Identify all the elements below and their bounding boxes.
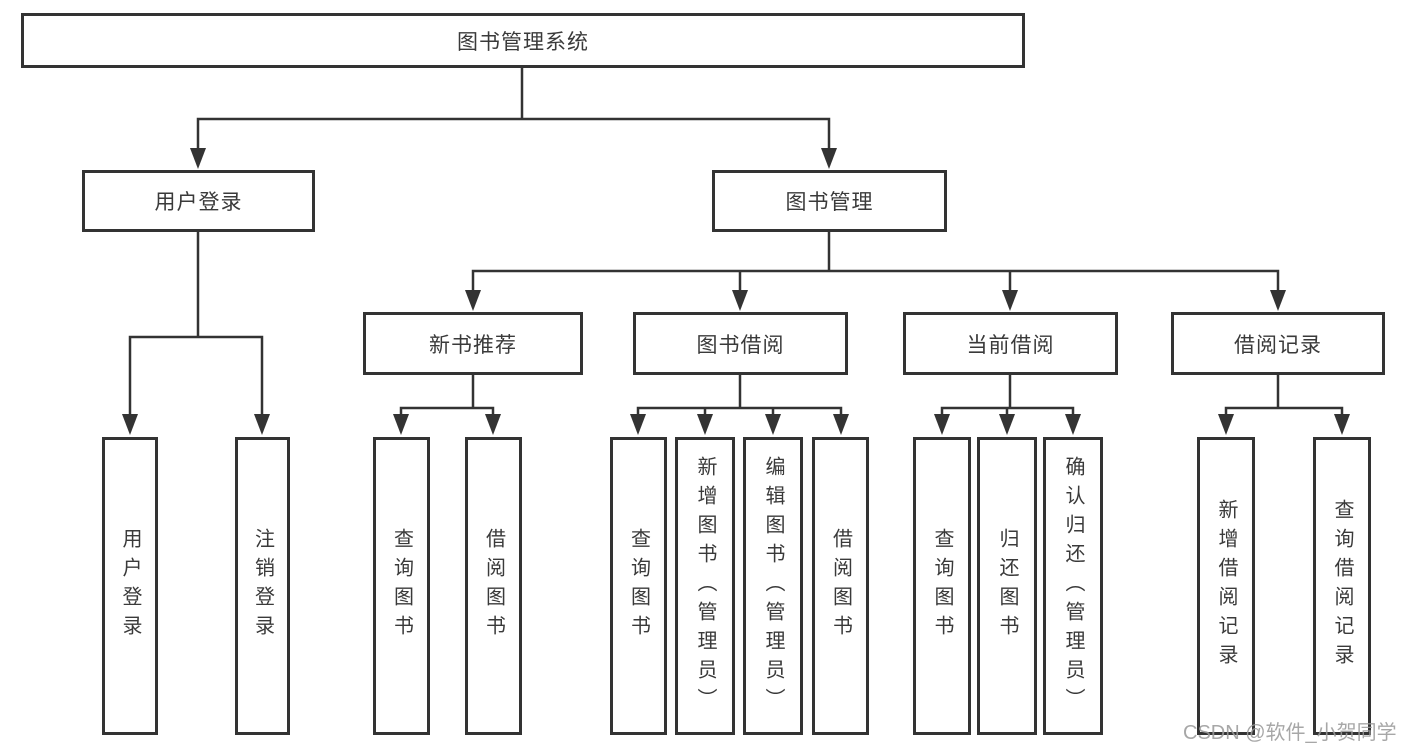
leaf-confirm-return-admin: 确认归还（管理员） bbox=[1043, 437, 1103, 735]
leaf-user-login: 用户登录 bbox=[102, 437, 158, 735]
leaf-query-books-current: 查询图书 bbox=[913, 437, 971, 735]
leaf-query-borrow-record: 查询借阅记录 bbox=[1313, 437, 1371, 735]
node-book-borrowing: 图书借阅 bbox=[633, 312, 848, 375]
leaf-query-books-current-label: 查询图书 bbox=[931, 528, 953, 644]
node-root-system: 图书管理系统 bbox=[21, 13, 1025, 68]
leaf-logout: 注销登录 bbox=[235, 437, 290, 735]
node-current-borrowing-label: 当前借阅 bbox=[966, 333, 1055, 357]
node-book-management-label: 图书管理 bbox=[785, 191, 874, 214]
leaf-add-borrow-record: 新增借阅记录 bbox=[1197, 437, 1255, 735]
leaf-borrow-books-borrowing: 借阅图书 bbox=[812, 437, 869, 735]
node-borrowing-records-label: 借阅记录 bbox=[1234, 333, 1322, 357]
leaf-query-books-borrowing: 查询图书 bbox=[610, 437, 667, 735]
leaf-query-borrow-record-label: 查询借阅记录 bbox=[1331, 499, 1353, 673]
leaf-user-login-label: 用户登录 bbox=[119, 528, 141, 644]
leaf-edit-book-admin-label: 编辑图书（管理员） bbox=[762, 455, 784, 717]
node-new-book-recommend-label: 新书推荐 bbox=[429, 333, 517, 357]
node-user-login: 用户登录 bbox=[82, 170, 315, 232]
leaf-edit-book-admin: 编辑图书（管理员） bbox=[743, 437, 803, 735]
node-root-label: 图书管理系统 bbox=[457, 30, 589, 54]
leaf-add-borrow-record-label: 新增借阅记录 bbox=[1215, 499, 1237, 673]
leaf-query-books-recommend: 查询图书 bbox=[373, 437, 430, 735]
node-user-login-label: 用户登录 bbox=[154, 191, 243, 214]
node-borrowing-records: 借阅记录 bbox=[1171, 312, 1385, 375]
leaf-borrow-books-recommend-label: 借阅图书 bbox=[482, 528, 505, 644]
leaf-query-books-borrowing-label: 查询图书 bbox=[627, 528, 650, 644]
node-new-book-recommend: 新书推荐 bbox=[363, 312, 583, 375]
leaf-borrow-books-borrowing-label: 借阅图书 bbox=[829, 528, 852, 644]
leaf-return-books-label: 归还图书 bbox=[996, 528, 1018, 644]
arrowheads bbox=[122, 148, 1350, 435]
csdn-watermark: CSDN @软件_小贺同学 bbox=[1183, 722, 1397, 744]
leaf-confirm-return-admin-label: 确认归还（管理员） bbox=[1062, 455, 1084, 717]
leaf-borrow-books-recommend: 借阅图书 bbox=[465, 437, 522, 735]
leaf-query-books-recommend-label: 查询图书 bbox=[390, 528, 413, 644]
node-current-borrowing: 当前借阅 bbox=[903, 312, 1118, 375]
leaf-logout-label: 注销登录 bbox=[251, 528, 274, 644]
leaf-add-book-admin-label: 新增图书（管理员） bbox=[694, 455, 716, 717]
leaf-return-books: 归还图书 bbox=[977, 437, 1037, 735]
leaf-add-book-admin: 新增图书（管理员） bbox=[675, 437, 735, 735]
node-book-borrowing-label: 图书借阅 bbox=[696, 333, 785, 357]
node-book-management: 图书管理 bbox=[712, 170, 947, 232]
